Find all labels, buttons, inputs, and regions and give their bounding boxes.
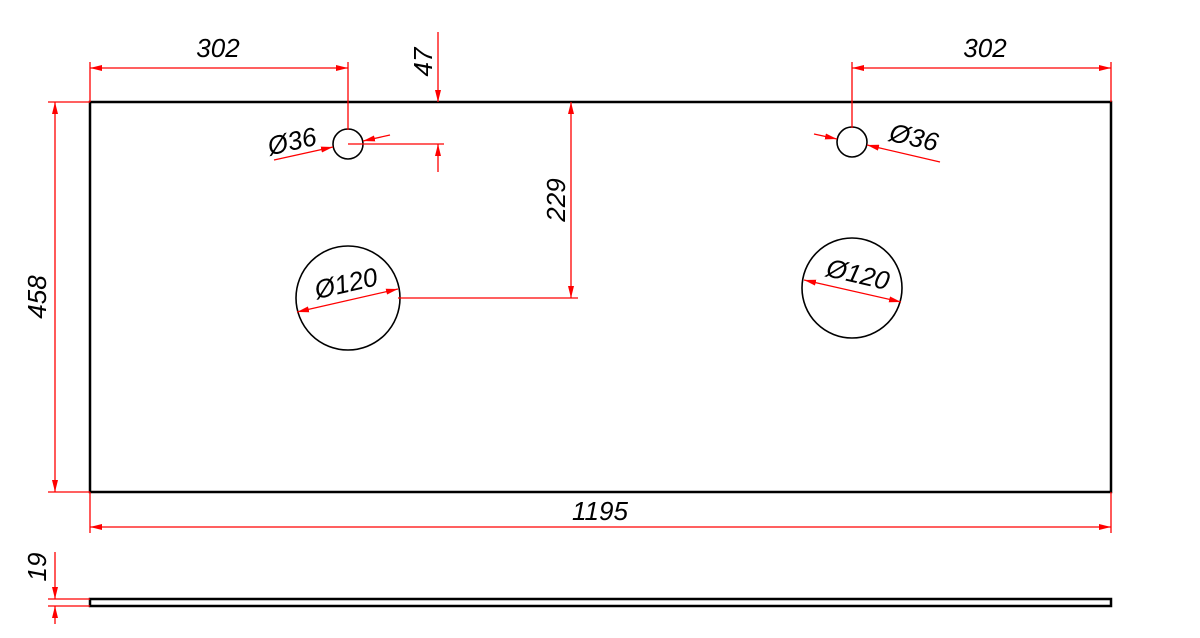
label-overall-depth: 458 — [22, 275, 52, 319]
basin-hole-right — [801, 237, 903, 339]
dimension-overall-depth — [48, 101, 90, 493]
leader-small-hole-right — [813, 133, 941, 163]
countertop-side-view — [88, 597, 1113, 608]
label-basin-center-depth: 229 — [541, 178, 571, 222]
leader-basin-hole-right — [803, 279, 902, 303]
dimension-right-hole-offset — [851, 62, 1112, 128]
label-hole-edge-distance: 47 — [408, 46, 438, 76]
dimension-hole-edge-distance — [348, 32, 444, 172]
label-basin-hole-right: Ø120 — [823, 252, 893, 296]
label-left-hole-offset: 302 — [196, 33, 240, 63]
dimension-thickness — [48, 552, 90, 624]
label-overall-width: 1195 — [572, 496, 628, 526]
dimension-left-hole-offset — [89, 62, 349, 130]
faucet-hole-right — [836, 126, 868, 158]
leader-basin-hole-left — [296, 288, 399, 313]
label-small-hole-left: Ø36 — [264, 121, 320, 162]
label-thickness: 19 — [22, 553, 52, 582]
countertop-outline — [88, 100, 1113, 494]
dimension-overall-width — [89, 492, 1112, 533]
label-basin-hole-left: Ø120 — [311, 261, 381, 305]
label-right-hole-offset: 302 — [963, 33, 1007, 63]
dimension-basin-center-depth — [398, 102, 578, 299]
leader-small-hole-left — [273, 134, 391, 161]
